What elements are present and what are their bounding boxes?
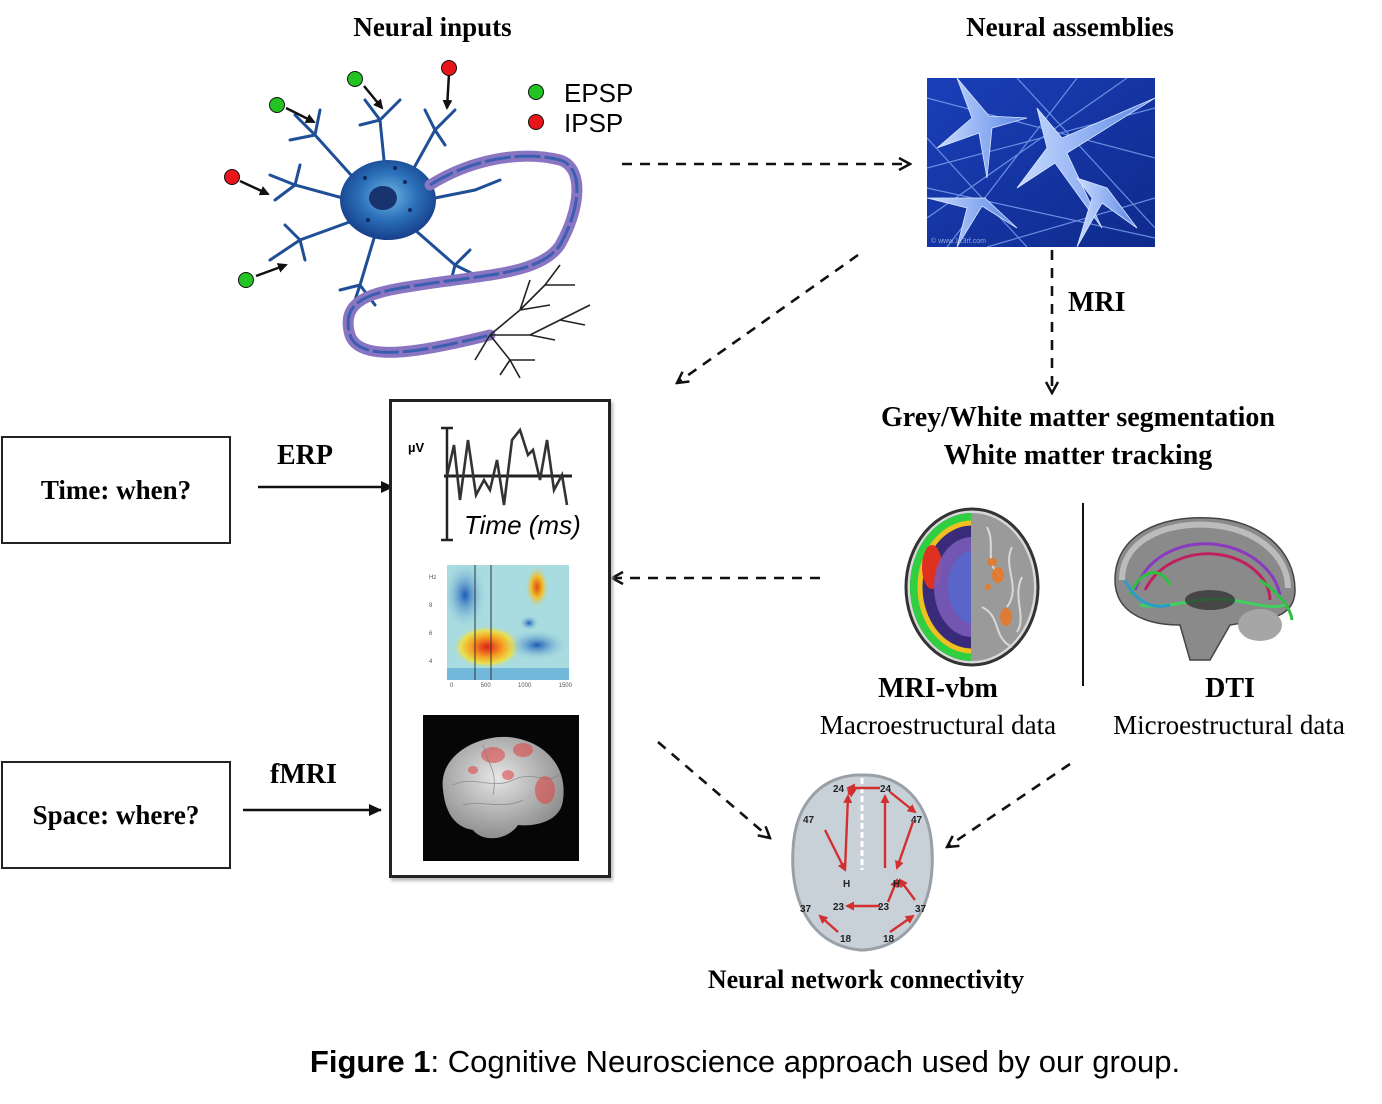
nucleus [369,186,397,210]
erp-x-label: Time (ms) [464,510,581,540]
connectivity-arrows [818,783,917,933]
time-question-label: Time: when? [40,474,192,505]
node-47-left: 47 [803,815,815,826]
vbm-subtitle: Macroestructural data [819,710,1057,740]
caption-text: : Cognitive Neuroscience approach used b… [430,1044,1181,1079]
mri-label: MRI [1068,287,1126,318]
tracking-label: White matter tracking [943,440,1213,471]
epsp-legend-dot [528,84,544,100]
arrow-panel-to-connectivity [657,741,770,838]
arrow-assemblies-to-panel [677,253,859,383]
fmri-brain-image [423,715,579,861]
watermark: © www.123rf.com [931,237,986,245]
node-23-right: 23 [878,902,890,913]
node-18-left: 18 [840,934,852,945]
arrow-dti-to-connectivity [947,762,1071,847]
dti-image [1114,516,1296,661]
erp-label: ERP [277,440,333,471]
axon-terminals [474,264,591,379]
neural-assemblies-title: Neural assemblies [966,12,1174,42]
ipsp-legend-label: IPSP [564,108,624,138]
node-37-right: 37 [915,904,927,915]
connectivity-title: Neural network connectivity [707,965,1025,994]
node-24-right: 24 [880,784,892,795]
epsp-input-dot [347,71,363,87]
node-24-left: 24 [833,784,845,795]
segmentation-label: Grey/White matter segmentation [881,402,1275,433]
epsp-input-dot [238,272,254,288]
node-18-right: 18 [883,934,895,945]
node-23-left: 23 [833,902,845,913]
dti-subtitle: Microestructural data [1113,710,1345,740]
space-question-box: Space: where? [1,761,231,869]
time-frequency-map [447,565,569,680]
ipsp-input-dot [224,169,240,185]
neuron-illustration [268,98,591,379]
ipsp-input-dot [441,60,457,76]
node-h-left: H [843,879,850,890]
node-h-right: H [893,879,900,890]
neural-inputs-title: Neural inputs [353,12,512,42]
erp-waveform [441,426,572,542]
time-question-box: Time: when? [1,436,231,544]
caption-label: Figure 1 [309,1044,431,1079]
connectivity-diagram: 24 24 47 47 H H 23 23 37 37 18 18 [791,773,934,952]
node-37-left: 37 [800,904,812,915]
erp-y-unit: µV [408,440,425,455]
epsp-input-dot [269,97,285,113]
epsp-legend-label: EPSP [564,78,634,108]
node-47-right: 47 [911,815,923,826]
fmri-label: fMRI [270,759,337,790]
neural-assemblies-image: © www.123rf.com [927,78,1155,247]
dti-title: DTI [1205,673,1255,704]
mri-vbm-image [904,507,1040,667]
space-question-label: Space: where? [32,799,200,830]
ipsp-legend-dot [528,114,544,130]
vbm-title: MRI-vbm [878,673,998,704]
figure-caption: Figure 1: Cognitive Neuroscience approac… [0,1044,1382,1080]
